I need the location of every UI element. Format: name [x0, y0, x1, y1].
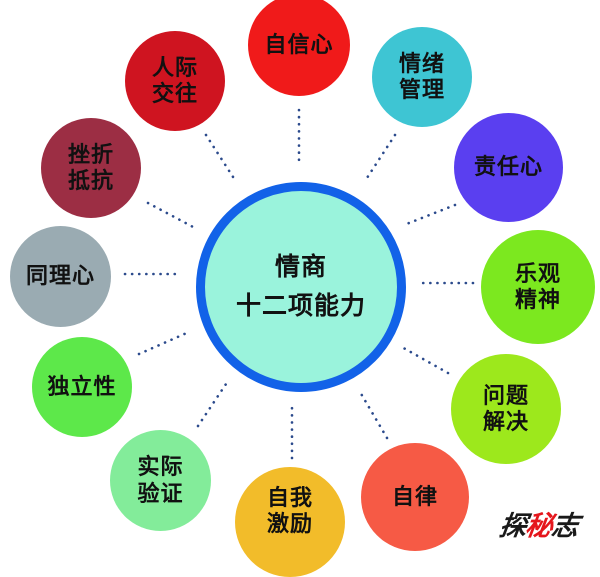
watermark-logo: 探秘志 [497, 504, 580, 543]
connector-practical-verification [196, 379, 230, 428]
node-label-line1: 自我 [266, 485, 313, 511]
node-label: 责任心 [473, 154, 543, 181]
node-label: 独立性 [47, 373, 117, 400]
center-subtitle: 十二项能力 [235, 291, 366, 320]
node-label-line2: 管理 [398, 77, 445, 103]
node-self-motivation: 自我 激励 [235, 467, 345, 577]
mind-map-diagram: 情商 十二项能力 自信心 情绪 管理 责任心 乐观 精神 问题 解决 自律 自我… [10, 0, 595, 577]
connector-responsibility [402, 203, 457, 227]
node-label-line1: 乐观 [514, 260, 561, 287]
connector-independence [137, 330, 191, 356]
node-label-line2: 精神 [514, 287, 561, 313]
connector-frustration-resistance [146, 201, 197, 230]
node-label-line1: 实际 [137, 454, 184, 481]
center-node: 情商 十二项能力 [196, 182, 406, 392]
node-independence: 独立性 [32, 337, 132, 437]
node-responsibility: 责任心 [454, 113, 563, 222]
watermark-char-3: 志 [549, 511, 580, 542]
node-label: 同理心 [25, 263, 95, 290]
node-label-line2: 交往 [151, 81, 198, 107]
node-confidence: 自信心 [248, 0, 350, 96]
connector-interpersonal [204, 133, 237, 182]
node-practical-verification: 实际 验证 [110, 430, 211, 531]
node-label-line2: 验证 [137, 480, 184, 507]
node-label-line1: 情绪 [398, 50, 445, 77]
node-interpersonal: 人际 交往 [125, 31, 225, 131]
center-title: 情商 [274, 252, 327, 282]
node-self-discipline: 自律 [361, 443, 469, 551]
node-label-line2: 解决 [482, 409, 529, 435]
node-empathy: 同理心 [10, 226, 111, 327]
node-label: 自信心 [264, 31, 334, 58]
node-label-line1: 问题 [482, 382, 529, 409]
node-label: 自律 [391, 483, 438, 510]
node-optimism: 乐观 精神 [481, 230, 595, 344]
connector-emotion-management [363, 133, 397, 183]
node-problem-solving: 问题 解决 [451, 354, 561, 464]
node-frustration-resistance: 挫折 抵抗 [41, 118, 141, 218]
node-label-line2: 抵抗 [67, 168, 114, 194]
connector-problem-solving [398, 344, 450, 375]
connector-lines [123, 108, 475, 460]
node-label-line1: 人际 [151, 54, 198, 81]
connector-self-discipline [358, 390, 389, 440]
node-label-line2: 激励 [266, 511, 313, 538]
node-label-line1: 挫折 [67, 141, 114, 168]
node-emotion-management: 情绪 管理 [372, 27, 472, 127]
